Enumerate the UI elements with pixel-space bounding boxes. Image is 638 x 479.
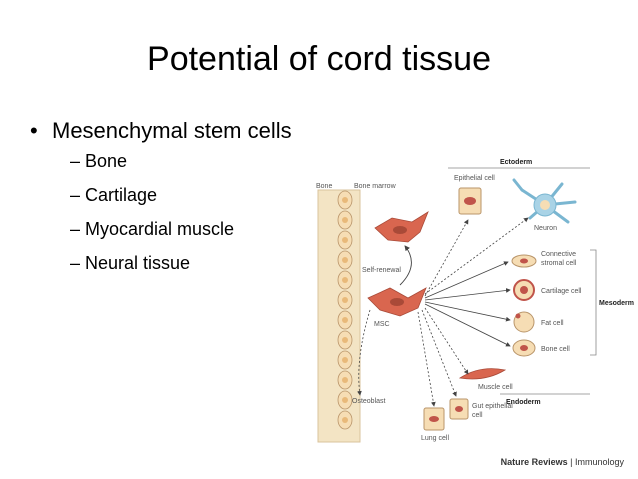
sub-bullet-bone: – Bone <box>70 151 128 171</box>
msc-nucleus-top <box>393 226 407 234</box>
msc-label: MSC <box>374 321 390 328</box>
epithelial-nucleus <box>464 197 476 205</box>
bullet-msc: • Mesenchymal stem cells <box>30 118 292 144</box>
fat-cell-label: Fat cell <box>541 320 564 327</box>
cartilage-label: Cartilage cell <box>541 288 582 295</box>
msc-differentiation-diagram: Bone Bone marrow Self-renewal MSC Osteob… <box>316 159 634 443</box>
lung-cell-label: Lung cell <box>421 435 449 442</box>
image-credit: Nature Reviews | Immunology <box>500 457 624 467</box>
differentiation-arrows <box>417 217 529 407</box>
gut-label-1: Gut epithelial <box>472 403 513 410</box>
osteoblast-arrow <box>357 309 371 396</box>
self-renewal-label: Self-renewal <box>362 267 401 274</box>
fat-nucleus <box>515 313 521 319</box>
self-renewal-arrow <box>399 245 412 286</box>
bullet-text: Mesenchymal stem cells <box>52 118 292 143</box>
connective-label-1: Connective <box>541 251 576 258</box>
osteoblast-label: Osteoblast <box>352 398 386 405</box>
msc-nucleus-bottom <box>390 298 404 306</box>
gut-nucleus <box>455 406 463 412</box>
muscle-cell-label: Muscle cell <box>478 384 513 391</box>
sub-bullet-neural: – Neural tissue <box>70 253 191 273</box>
bone-cell-label: Bone cell <box>541 346 570 353</box>
bone-label: Bone <box>316 183 332 190</box>
bone-marrow-label: Bone marrow <box>354 183 397 190</box>
lung-nucleus <box>429 416 439 422</box>
muscle-cell <box>458 368 507 380</box>
osteoblast-nuclei <box>342 197 348 423</box>
neuron-label: Neuron <box>534 225 557 232</box>
neuron-nucleus <box>540 200 550 210</box>
epithelial-label: Epithelial cell <box>454 175 495 182</box>
bone-cell-nucleus <box>520 345 528 351</box>
mesoderm-label: Mesoderm <box>599 300 634 307</box>
connective-label-2: stromal cell <box>541 260 577 267</box>
bullet-list: • Mesenchymal stem cells – Bone – Cartil… <box>30 118 292 280</box>
endoderm-label: Endoderm <box>506 399 541 406</box>
ectoderm-label: Ectoderm <box>500 159 532 166</box>
gut-label-2: cell <box>472 412 483 419</box>
slide-title: Potential of cord tissue <box>147 40 491 78</box>
sub-bullet-cartilage: – Cartilage <box>70 185 158 205</box>
cartilage-nucleus <box>520 286 528 294</box>
mesoderm-bracket <box>590 249 597 356</box>
sub-bullet-myocardial: – Myocardial muscle <box>70 219 235 239</box>
bullet-dot: • <box>30 118 38 143</box>
connective-nucleus <box>520 258 528 264</box>
